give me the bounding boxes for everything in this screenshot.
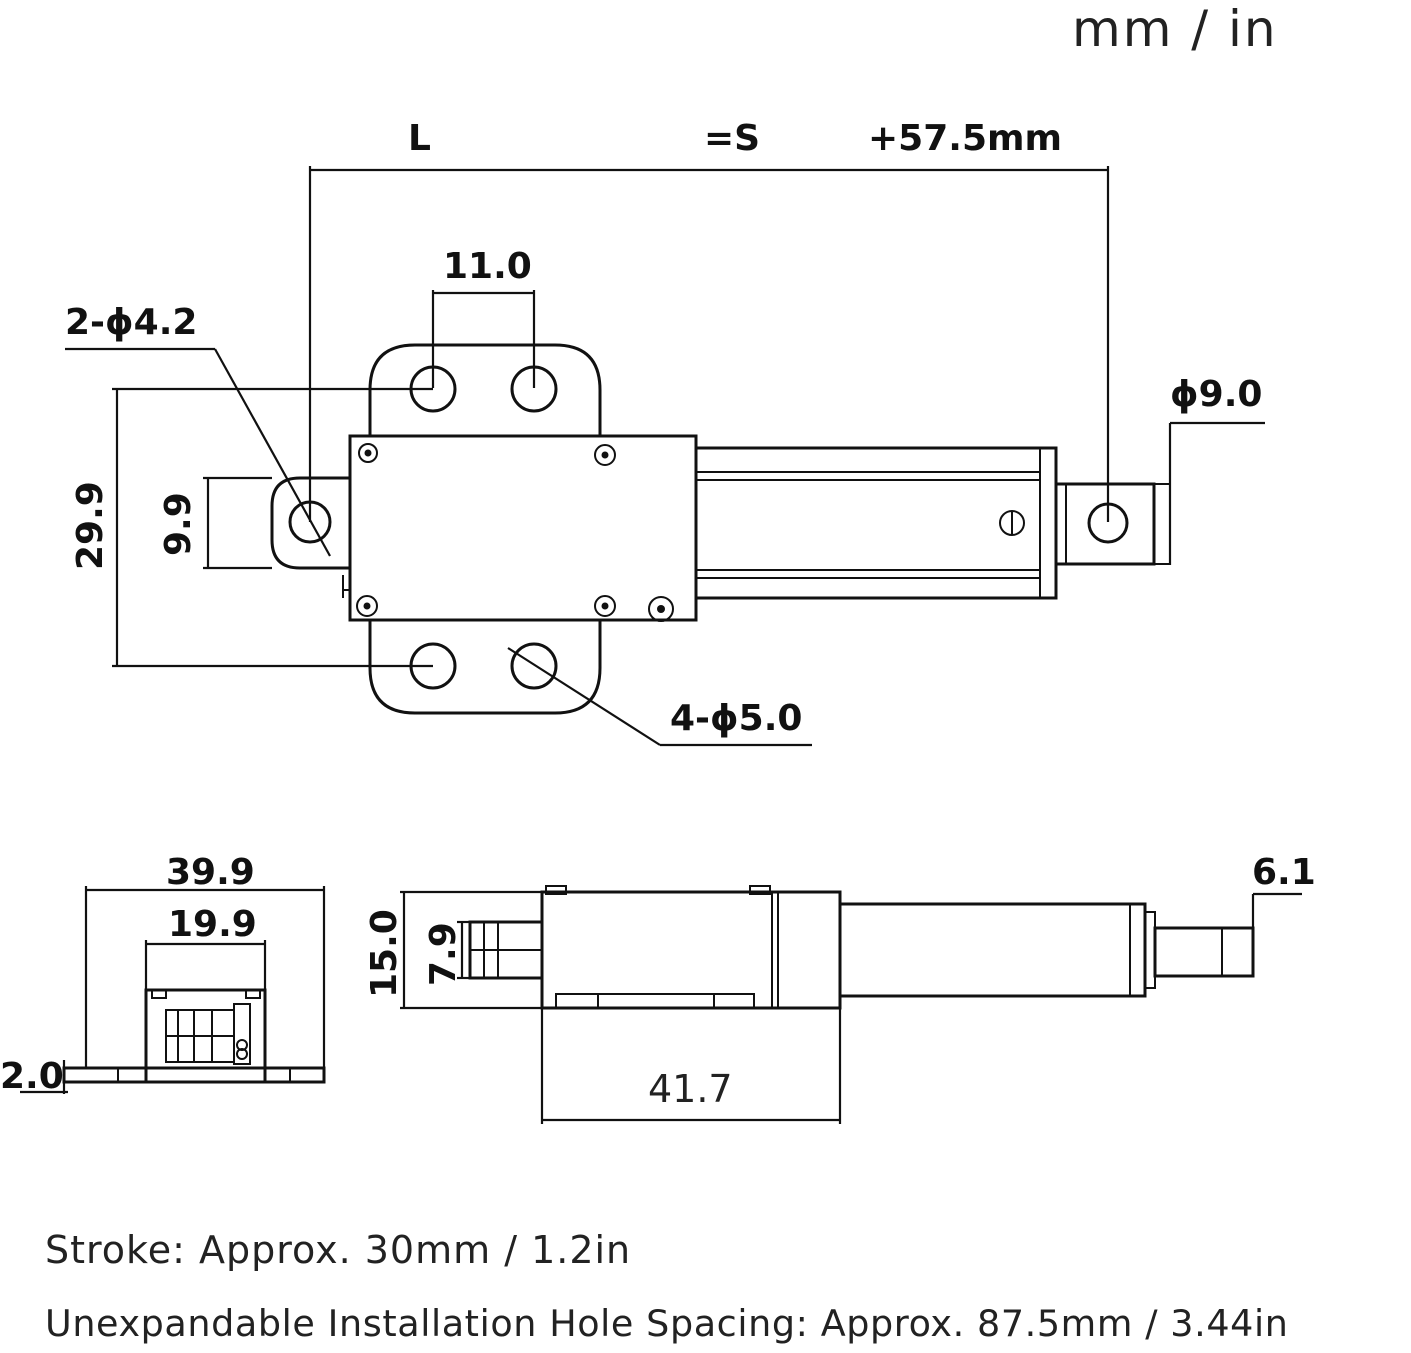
label-eq-S: =S [704,118,760,159]
dim-39-9: 39.9 [166,852,255,893]
motor-housing [348,434,698,622]
dim-6-1: 6.1 [1252,852,1316,893]
dim-29-9: 29.9 [70,481,111,570]
phi5-leader [507,647,661,746]
rear-clevis-hole [288,500,332,544]
bracket-bottom-outline [368,620,602,715]
rod-end [1054,482,1156,566]
units-label: mm / in [1072,0,1278,58]
end-body [144,988,267,1084]
dim-7-9: 7.9 [423,922,464,986]
dim-19-9: 19.9 [168,904,257,945]
dim-4-phi-5-0: 4-ϕ5.0 [670,698,802,739]
dim-15-0: 15.0 [364,909,405,998]
dim-11-0: 11.0 [443,246,532,287]
label-L: L [408,118,431,159]
stroke-note: Stroke: Approx. 30mm / 1.2in [45,1228,632,1272]
bracket-top-outline [368,343,602,436]
rod-end-hole [1087,502,1129,544]
side-rod [1153,926,1255,978]
top-view: L =S +57.5mm 11.0 [65,118,1265,747]
label-plus-57-5: +57.5mm [868,118,1062,159]
dim-9-9: 9.9 [158,492,199,556]
dim-2-phi-4-2: 2-ϕ4.2 [65,302,197,343]
screw-icon [356,595,378,617]
screw-icon [594,595,616,617]
side-tube [838,902,1147,998]
dim-41-7: 41.7 [648,1067,733,1111]
screw-icon [648,596,674,622]
screw-icon [999,510,1025,536]
side-housing [540,890,842,1010]
actuator-tube [694,446,1058,600]
side-view: 15.0 7.9 [364,852,1316,1124]
bracket-hole [510,365,558,413]
screw-icon [358,443,378,463]
screw-icon [594,444,616,466]
end-view: 39.9 19.9 2.0 [0,852,326,1097]
end-base-plate [62,1066,326,1084]
dim-2-0: 2.0 [0,1056,64,1097]
dim-phi-9-0: ϕ9.0 [1170,374,1262,415]
hole-spacing-note: Unexpandable Installation Hole Spacing: … [45,1302,1289,1345]
bracket-hole [510,642,558,690]
